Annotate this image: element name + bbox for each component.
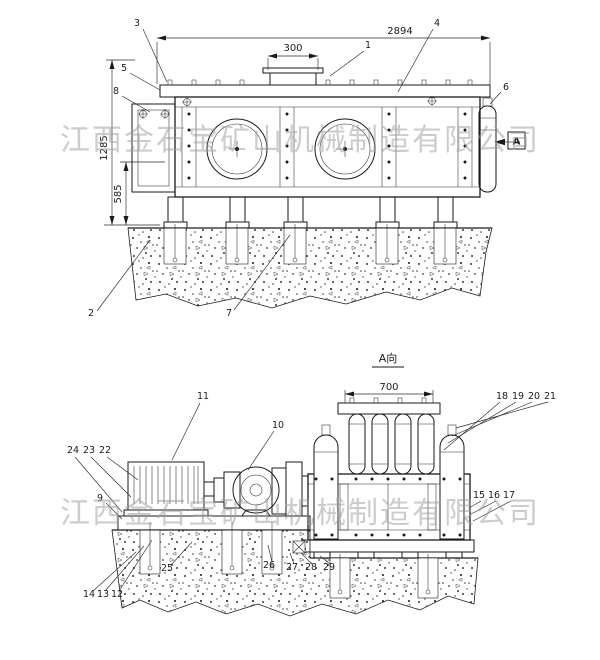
callouts-bottom: 11 10 18 19 20 21 24 23 22 9 15 16 17 — [67, 391, 556, 600]
roller-bearing-right — [314, 118, 376, 180]
flange-bolts — [187, 112, 467, 180]
crusher-body — [131, 67, 497, 229]
reducer — [232, 466, 280, 517]
callout-22: 22 — [99, 445, 111, 456]
watermark-bottom: 江西金石宝矿山机械制造有限公司 — [60, 496, 540, 531]
callout-5: 5 — [121, 63, 127, 74]
dimensions-top: 2894 300 1285 585 — [99, 26, 526, 226]
top-flange-plate — [337, 402, 441, 415]
lifting-eyes — [138, 96, 437, 119]
callout-26: 26 — [263, 560, 275, 571]
anchor-pockets-2 — [139, 529, 439, 599]
callout-7: 7 — [226, 308, 232, 319]
callout-27: 27 — [286, 562, 298, 573]
bedplate — [117, 515, 311, 531]
dim-foundation-height: 585 — [113, 184, 124, 203]
callout-14: 14 — [83, 589, 95, 600]
left-bearing-block — [131, 103, 176, 193]
dim-overall-length: 2894 — [387, 26, 412, 37]
callout-2: 2 — [88, 308, 94, 319]
callout-16: 16 — [488, 490, 500, 501]
callout-24: 24 — [67, 445, 79, 456]
callout-4: 4 — [434, 18, 440, 29]
callout-15: 15 — [473, 490, 485, 501]
flange-studs — [349, 397, 427, 404]
callout-17: 17 — [503, 490, 515, 501]
anchor-bolts-2 — [147, 522, 431, 595]
callouts-top: 3 1 4 5 8 6 2 7 — [88, 18, 509, 319]
bottom-view: A向 — [67, 351, 556, 617]
callout-23: 23 — [83, 445, 95, 456]
dim-flange-width: 700 — [379, 382, 398, 393]
dim-inlet-width: 300 — [283, 43, 302, 54]
callout-25: 25 — [161, 563, 173, 574]
callout-29: 29 — [323, 562, 335, 573]
callout-12: 12 — [111, 589, 123, 600]
callout-18: 18 — [496, 391, 508, 402]
callout-10: 10 — [272, 420, 284, 431]
dimensions-bottom: 700 — [344, 382, 434, 403]
foundation-top-view — [127, 224, 493, 309]
roller-bearing-left — [206, 118, 268, 180]
shaft-blocks — [271, 461, 309, 517]
section-label: A — [513, 137, 521, 148]
callout-3: 3 — [134, 18, 140, 29]
callout-21: 21 — [544, 391, 556, 402]
callout-11: 11 — [197, 391, 209, 402]
coupling — [213, 471, 241, 509]
section-arrow — [494, 138, 505, 146]
callout-13: 13 — [97, 589, 109, 600]
callout-1: 1 — [365, 40, 371, 51]
callout-28: 28 — [305, 562, 317, 573]
section-marker-a: A — [494, 131, 526, 150]
crusher-frame-front — [292, 397, 475, 559]
flange-columns — [181, 107, 473, 187]
view-title: A向 — [379, 351, 398, 365]
top-view: 2894 300 1285 585 — [88, 18, 526, 319]
callout-8: 8 — [113, 86, 119, 97]
watermarks: 江西金石宝矿山机械制造有限公司 江西金石宝矿山机械制造有限公司 — [60, 123, 540, 531]
drain-symbol — [292, 540, 306, 554]
callout-6: 6 — [503, 82, 509, 93]
dim-overall-height: 1285 — [99, 135, 110, 160]
callout-9: 9 — [97, 493, 103, 504]
drive-train — [117, 461, 311, 531]
frame-bolts — [314, 477, 462, 537]
callout-19: 19 — [512, 391, 524, 402]
anchor-bolts — [172, 224, 448, 263]
top-rail-studs — [167, 79, 473, 86]
callout-20: 20 — [528, 391, 540, 402]
watermark-top: 江西金石宝矿山机械制造有限公司 — [60, 123, 540, 158]
foundation-block — [127, 227, 493, 309]
